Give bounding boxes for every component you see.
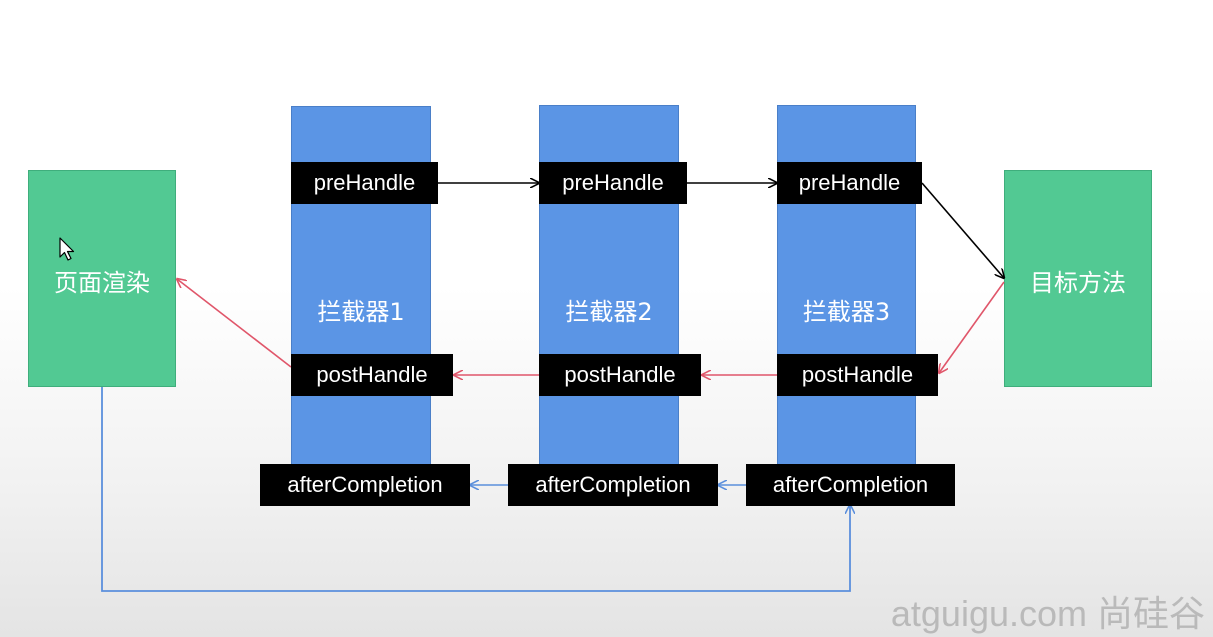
watermark: atguigu.com 尚硅谷	[890, 593, 1205, 634]
interceptor-2-aftercompletion: afterCompletion	[508, 464, 718, 506]
interceptor-3-posthandle: postHandle	[777, 354, 938, 396]
interceptor-1-aftercompletion: afterCompletion	[260, 464, 470, 506]
interceptor-2-posthandle: postHandle	[539, 354, 701, 396]
mouse-pointer-icon	[59, 237, 75, 261]
interceptor-1-label: 拦截器1	[317, 298, 405, 326]
interceptor-3-label: 拦截器3	[802, 298, 891, 326]
target-method-label: 目标方法	[1030, 269, 1126, 297]
after-arrow-render-3	[101, 387, 850, 592]
pre-arrow-3-target	[921, 182, 1004, 278]
interceptor-3-aftercompletion: afterCompletion	[746, 464, 955, 506]
interceptor-1-prehandle: preHandle	[291, 162, 438, 204]
page-render-label: 页面渲染	[54, 269, 150, 297]
interceptor-3-prehandle: preHandle	[777, 162, 922, 204]
post-arrow-1-render	[177, 279, 292, 368]
interceptor-2-label: 拦截器2	[565, 298, 653, 326]
interceptor-1-posthandle: postHandle	[291, 354, 453, 396]
target-method-box: 目标方法	[1004, 170, 1152, 387]
page-render-box: 页面渲染	[28, 170, 176, 387]
post-arrow-target-3	[939, 281, 1005, 373]
interceptor-2-prehandle: preHandle	[539, 162, 687, 204]
